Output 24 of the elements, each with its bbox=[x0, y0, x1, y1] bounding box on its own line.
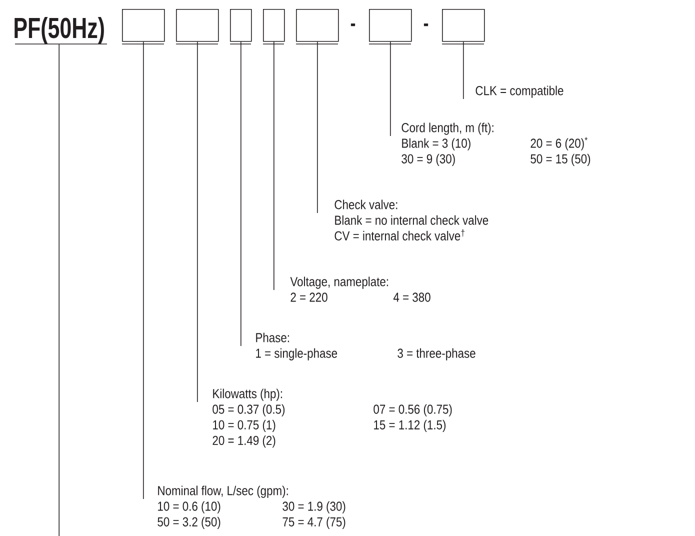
separator-dash: - bbox=[424, 24, 428, 26]
code-description: Phase: 1 = single-phase 3 = three-phase bbox=[256, 332, 476, 360]
leader-line bbox=[143, 41, 144, 500]
code-description: Voltage, nameplate: 2 = 220 4 = 380 bbox=[290, 276, 430, 302]
code-description: Check valve: Blank = no internal check valve CV = internal check valve$^{†}$ bbox=[334, 200, 488, 240]
leader-line bbox=[317, 41, 318, 214]
code-box bbox=[176, 9, 219, 42]
leader-line bbox=[58, 44, 60, 536]
code-box bbox=[122, 9, 165, 42]
leader-line bbox=[390, 41, 391, 136]
code-box bbox=[442, 9, 485, 42]
leader-line bbox=[240, 41, 242, 346]
code-box bbox=[230, 9, 252, 42]
code-description: CLK = compatible bbox=[476, 86, 564, 98]
code-box bbox=[296, 9, 339, 42]
code-description: Cord length, m (ft): Blank = 3 (10) 20 = 6 (20)$^{*}$ 30 = 9 (30) 50 = 15 (50) bbox=[402, 122, 590, 166]
code-description: Nominal flow, L/sec (gpm): 10 = 0.6 (10) 30 = 1.9 (30) 50 = 3.2 (50) 75 = 4.7 (75) bbox=[158, 486, 346, 530]
model-prefix: PF(50Hz) bbox=[14, 16, 104, 44]
code-description: Kilowatts (hp): 05 = 0.37 (0.5) 07 = 0.56 (0.75) 10 = 0.75 (1) 15 = 1.12 (1.5) 20 = 1.49 (2) bbox=[212, 388, 452, 448]
separator-dash: - bbox=[350, 24, 356, 26]
code-box bbox=[369, 9, 412, 42]
leader-line bbox=[197, 41, 198, 402]
leader-line bbox=[463, 41, 464, 100]
code-box bbox=[263, 9, 285, 42]
